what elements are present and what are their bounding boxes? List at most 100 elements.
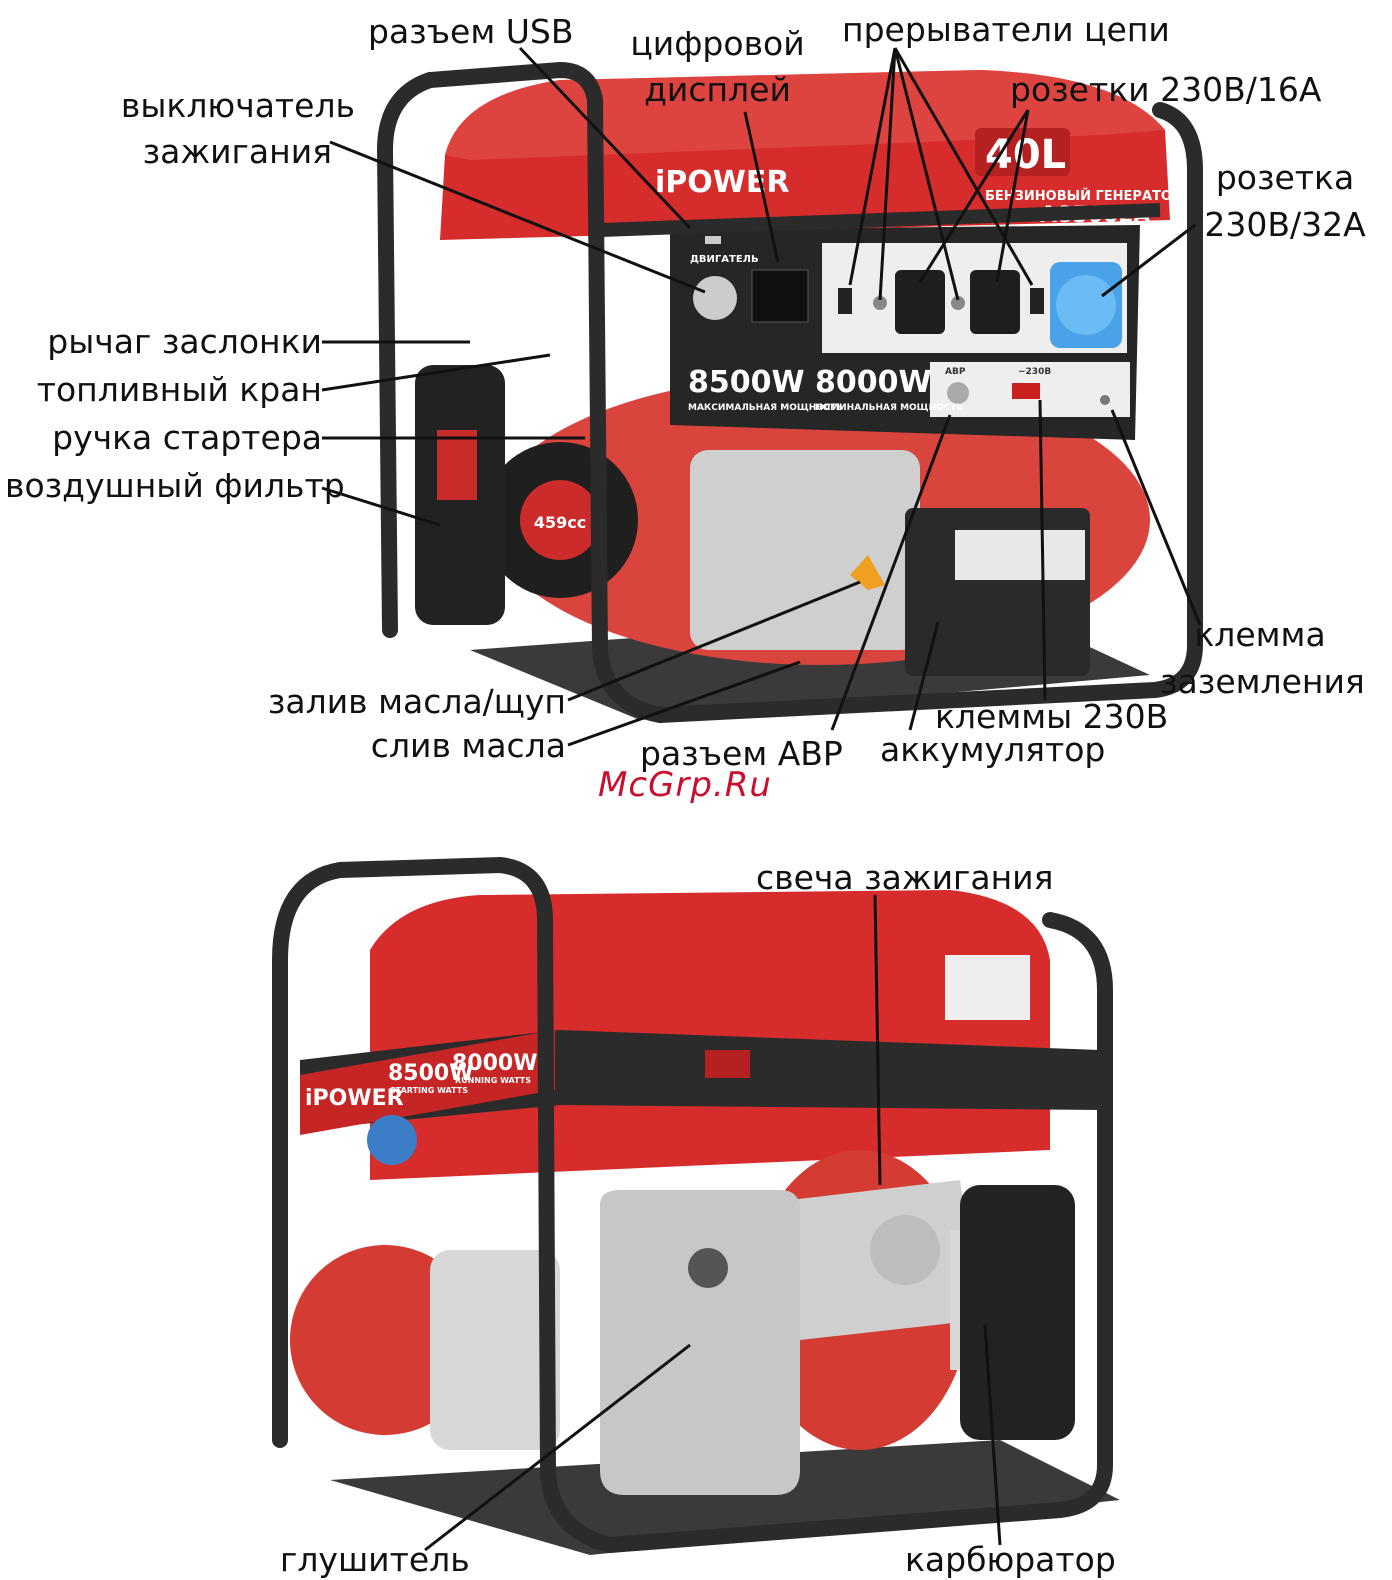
- leader-air-filter: [321, 486, 441, 527]
- bottom-frame-right: [602, 912, 1113, 1553]
- label-spark-plug: свеча зажигания: [756, 858, 1054, 897]
- label-ground-line1: клемма: [1194, 615, 1326, 654]
- leader-battery: [908, 621, 940, 731]
- top-frame-right: [652, 102, 1203, 723]
- leader-socket32: [1101, 223, 1196, 298]
- bottom-power-run: 8000W: [452, 1051, 538, 1076]
- top-breaker-2: [873, 296, 887, 310]
- bottom-air-filter: [960, 1185, 1075, 1440]
- top-digital-display: [751, 269, 809, 323]
- label-display-line1: цифровой: [630, 24, 805, 63]
- label-fuel-valve: топливный кран: [36, 370, 322, 409]
- top-ignition-caption: ДВИГАТЕЛЬ: [690, 254, 759, 265]
- top-brand: iPOWER: [655, 165, 789, 200]
- leader-display: [743, 111, 780, 263]
- top-frame-left: [376, 61, 668, 723]
- leader-terminals: [1038, 399, 1047, 701]
- label-ignition-line2: зажигания: [142, 132, 332, 171]
- label-oil-fill: залив масла/щуп: [267, 682, 566, 721]
- label-oil-drain: слив масла: [370, 726, 566, 765]
- leader-ignition: [329, 140, 706, 294]
- label-choke: рычаг заслонки: [47, 322, 322, 361]
- bottom-brand: iPOWER: [305, 1086, 404, 1111]
- leader-oil-fill: [567, 580, 861, 702]
- leader-socket16-2: [995, 109, 1030, 283]
- bottom-power-run-caption: RUNNING WATTS: [455, 1076, 531, 1085]
- label-starter: ручка стартера: [52, 418, 322, 457]
- label-ignition-line1: выключатель: [120, 86, 355, 125]
- leader-breaker-3: [893, 47, 960, 301]
- top-socket16-2: [970, 270, 1020, 334]
- label-ground-line2: заземления: [1160, 662, 1365, 701]
- leader-lines: [321, 46, 1202, 1552]
- top-engine-block: [690, 450, 920, 650]
- top-atc-caption: АВР: [945, 367, 966, 377]
- bottom-side-strip: [300, 1030, 555, 1135]
- bottom-muffler-outlet: [688, 1248, 728, 1288]
- top-breaker-3: [951, 296, 965, 310]
- leader-spark-plug: [873, 894, 882, 1186]
- top-power-max: 8500W: [688, 365, 805, 400]
- top-air-filter-sticker: [437, 430, 477, 500]
- bottom-frame-left: [272, 856, 618, 1553]
- top-generator: 459cc iPOWER 40L БЕНЗИНОВЫЙ ГЕНЕРАТОР A8…: [376, 61, 1203, 723]
- label-socket32-line1: розетка: [1215, 158, 1355, 197]
- leader-oil-drain: [567, 660, 801, 747]
- top-model-line1: БЕНЗИНОВЫЙ ГЕНЕРАТОР: [985, 188, 1181, 204]
- leader-carburetor: [983, 1324, 1002, 1546]
- top-ignition-switch: [693, 276, 737, 320]
- top-power-nom: 8000W: [815, 365, 932, 400]
- leader-muffler: [424, 1343, 691, 1552]
- leader-fuel-valve: [321, 353, 551, 392]
- watermark: McGrp.Ru: [598, 765, 772, 805]
- bottom-power-start: 8500W: [388, 1061, 474, 1086]
- leader-breaker-1: [848, 47, 897, 286]
- top-tank-badge: 40L: [985, 132, 1066, 178]
- label-terminals: клеммы 230В: [935, 697, 1169, 736]
- top-output-caption: ~230В: [1018, 367, 1051, 377]
- leader-socket16-1: [918, 109, 1030, 283]
- label-carburetor: карбюратор: [905, 1540, 1116, 1579]
- bottom-blue-socket: [367, 1115, 417, 1165]
- label-battery: аккумулятор: [880, 730, 1106, 769]
- top-power-nom-caption: НОМИНАЛЬНАЯ МОЩНОСТЬ: [815, 403, 964, 413]
- label-sockets16: розетки 230В/16А: [1010, 70, 1322, 109]
- bottom-valve-cover: [870, 1215, 940, 1285]
- top-usb-port: [705, 236, 721, 244]
- top-breaker-1: [838, 288, 852, 314]
- label-atc: разъем АВР: [640, 734, 843, 773]
- top-socket32-face: [1056, 275, 1116, 335]
- bottom-fuel-tank: [370, 890, 1050, 1180]
- bottom-warning-sticker: [705, 1050, 750, 1078]
- leader-breaker-2: [878, 47, 897, 301]
- bottom-base-rail: [330, 1440, 1120, 1555]
- leader-breaker-4: [893, 47, 1034, 286]
- label-socket32-line2: 230В/32А: [1204, 205, 1366, 244]
- bottom-rating-plate: [945, 955, 1030, 1020]
- top-ground-terminal: [1100, 395, 1110, 405]
- leader-ground: [1110, 409, 1202, 626]
- bottom-alternator-body: [430, 1250, 560, 1450]
- top-recoil-hub: [520, 480, 600, 560]
- label-air-filter: воздушный фильтр: [5, 466, 345, 505]
- top-breaker-4: [1030, 288, 1044, 314]
- label-muffler: глушитель: [280, 1540, 470, 1579]
- top-power-max-caption: МАКСИМАЛЬНАЯ МОЩНОСТЬ: [688, 403, 844, 413]
- top-frame-bar: [599, 203, 1161, 237]
- top-output-terminal: [1012, 383, 1040, 399]
- bottom-muffler: [600, 1190, 800, 1495]
- top-atc-port: [947, 382, 969, 404]
- bottom-generator: iPOWER 8500W STARTING WATTS 8000W RUNNIN…: [272, 856, 1120, 1555]
- top-tank-badge-bg: [975, 128, 1070, 176]
- leader-usb: [518, 46, 692, 230]
- label-breakers: прерыватели цепи: [842, 10, 1170, 49]
- bottom-power-start-caption: STARTING WATTS: [390, 1086, 468, 1095]
- top-engine-cc: 459cc: [534, 513, 586, 532]
- leader-atc: [830, 414, 952, 731]
- top-battery-label: [955, 530, 1085, 580]
- label-display-line2: дисплей: [644, 70, 791, 109]
- label-usb: разъем USB: [368, 12, 574, 51]
- top-socket16-1: [895, 270, 945, 334]
